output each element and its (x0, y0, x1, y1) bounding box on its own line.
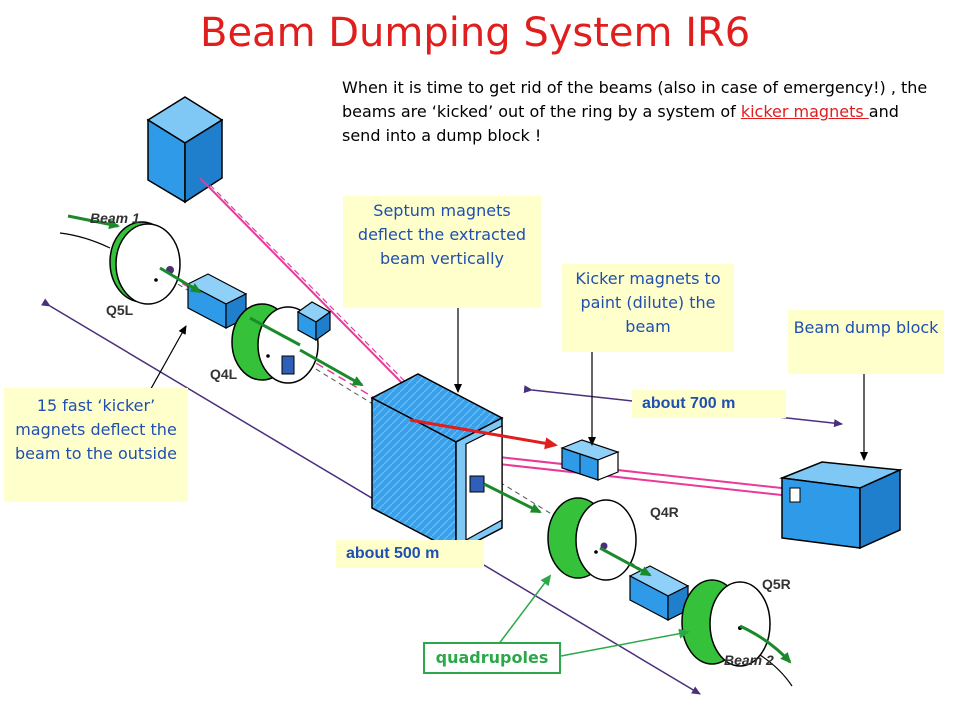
quadrupole-q5l (109, 221, 181, 305)
intro-text-highlight: kicker magnets (740, 102, 869, 121)
distance-500-label: about 500 m (336, 540, 484, 568)
septum-magnets (370, 373, 504, 554)
intro-text-part2: and send into a dump block ! (342, 102, 899, 145)
fast-kicker-magnets (186, 273, 248, 329)
quadrupoles-label: quadrupoles (423, 642, 561, 674)
dump-block-upper (146, 96, 224, 204)
callout-pointers (147, 308, 868, 461)
distance-700-label: about 700 m (632, 390, 786, 418)
kick-arrow (409, 418, 558, 450)
callout-fast-kicker: 15 fast ‘kicker’ magnets deflect the bea… (4, 388, 188, 502)
callout-septum: Septum magnets deflect the extracted bea… (343, 196, 541, 308)
intro-text: When it is time to get rid of the beams … (342, 76, 942, 148)
q4l-label: Q4L (210, 366, 238, 382)
callout-kicker-paint: Kicker magnets to paint (dilute) the bea… (562, 264, 734, 352)
intro-text-part1: When it is time to get rid of the beams … (342, 78, 928, 121)
dump-block-lower (779, 461, 903, 550)
callout-dump-block: Beam dump block (788, 310, 944, 374)
page-title: Beam Dumping System IR6 (200, 10, 751, 56)
lower-blue-magnet (628, 565, 690, 621)
q5r-label: Q5R (762, 576, 791, 592)
dilution-kicker-magnets (560, 439, 620, 481)
q5l-label: Q5L (106, 302, 134, 318)
beam2-label: Beam 2 (724, 652, 774, 668)
ring-curve-lower (759, 654, 793, 687)
quadrupole-pointers (497, 574, 690, 657)
upper-small-magnet (296, 301, 332, 342)
beam1-label: Beam 1 (90, 210, 140, 226)
circulating-beam (67, 214, 792, 664)
q4r-label: Q4R (650, 504, 679, 520)
quadrupole-q5r (681, 579, 771, 667)
quadrupole-q4l (231, 303, 319, 384)
ring-curve-upper (59, 232, 111, 249)
quadrupole-q4r (547, 497, 637, 581)
